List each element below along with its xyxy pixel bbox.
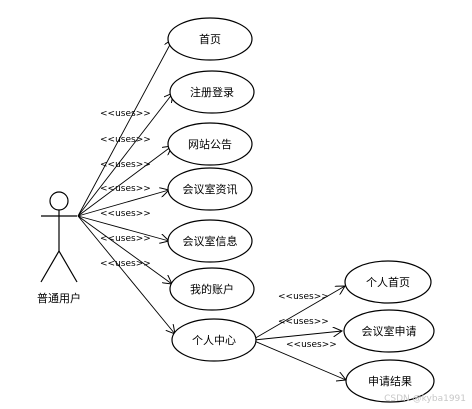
actor-head: [49, 191, 69, 211]
use-case-personal-home: 个人首页: [344, 260, 432, 304]
use-case-request-result: 申请结果: [345, 359, 435, 403]
use-case-label: 首页: [199, 32, 221, 46]
use-case-room-request: 会议室申请: [343, 309, 435, 353]
edge-personal-home: [251, 286, 345, 341]
use-case-label: 个人首页: [366, 275, 410, 289]
edge-register-login: [77, 93, 173, 217]
sub-relationships: [251, 286, 346, 380]
uses-label: <<uses>>: [278, 317, 329, 327]
use-case-meeting-info: 会议室信息: [167, 219, 253, 263]
uses-label: <<uses>>: [100, 160, 151, 170]
use-case-label: 网站公告: [188, 137, 232, 151]
use-case-label: 个人中心: [192, 334, 236, 347]
uses-label: <<uses>>: [100, 234, 151, 244]
edge-home: [77, 39, 173, 217]
use-case-label: 会议室申请: [362, 324, 417, 338]
use-case-personal-center: 个人中心: [171, 318, 257, 362]
uses-label: <<uses>>: [100, 135, 151, 145]
uses-label: <<uses>>: [100, 259, 151, 269]
edge-announcements: [77, 146, 172, 217]
use-case-label: 我的账户: [190, 282, 234, 296]
uses-label: <<uses>>: [100, 184, 151, 194]
actor-left-leg: [40, 250, 60, 283]
use-case-announcements: 网站公告: [167, 122, 253, 166]
edge-meeting-info: [77, 215, 169, 241]
actor-relationships: [77, 39, 175, 334]
use-case-label: 会议室资讯: [183, 182, 238, 196]
edge-my-account: [77, 215, 172, 284]
use-case-label: 注册登录: [190, 85, 234, 99]
use-case-label: 申请结果: [368, 375, 412, 388]
uses-label: <<uses>>: [100, 209, 151, 219]
actor-right-leg: [58, 250, 78, 283]
uses-label: <<uses>>: [278, 292, 329, 302]
uses-label: <<uses>>: [286, 340, 337, 350]
uses-labels: <<uses>> <<uses>> <<uses>> <<uses>> <<us…: [100, 109, 337, 350]
edge-room-request: [253, 331, 342, 341]
edge-personal-center: [77, 215, 175, 334]
edge-request-result: [251, 339, 346, 380]
watermark: CSDN @kyba1991: [384, 394, 466, 404]
use-case-meeting-news: 会议室资讯: [167, 167, 253, 211]
use-case-my-account: 我的账户: [169, 267, 255, 311]
use-case-label: 会议室信息: [183, 234, 238, 248]
use-case-home: 首页: [167, 17, 253, 61]
use-case-register-login: 注册登录: [169, 70, 255, 114]
uses-label: <<uses>>: [100, 109, 151, 119]
actor-figure: [40, 191, 78, 283]
edge-meeting-news: [77, 190, 169, 217]
actor-label: 普通用户: [37, 291, 81, 305]
